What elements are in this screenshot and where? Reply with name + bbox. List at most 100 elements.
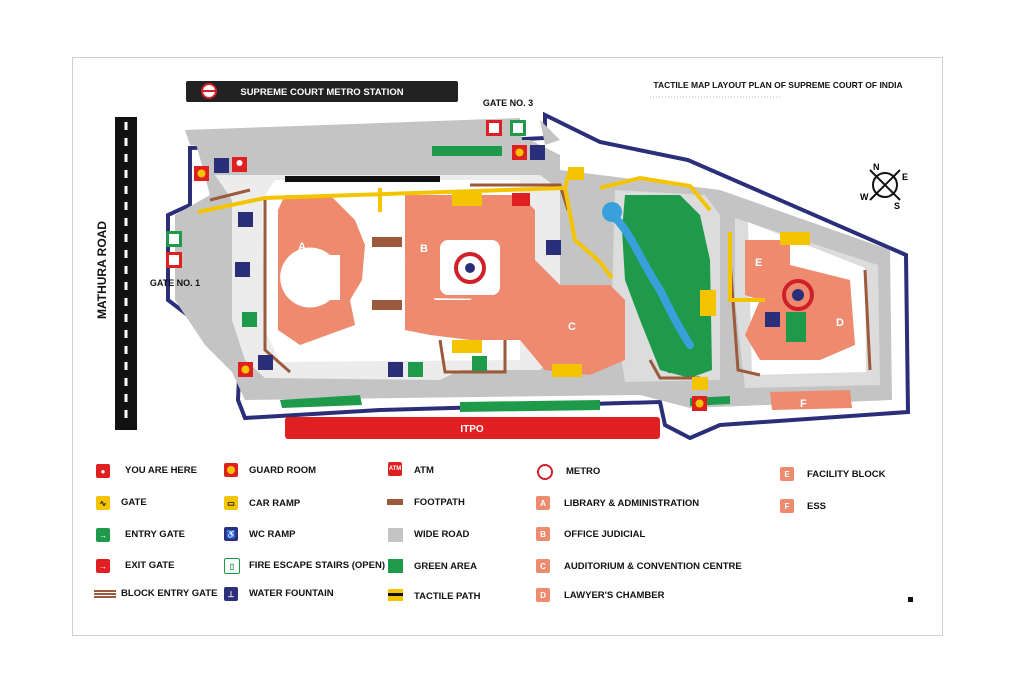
wc-ramp-icon [765,312,780,327]
legend-label: LIBRARY & ADMINISTRATION [564,498,700,509]
fire-escape-icon [472,356,487,371]
water-fountain-icon [235,262,250,277]
legend-label: GATE [121,497,147,508]
road-label: MATHURA ROAD [95,221,109,319]
block-c-icon: C [536,559,550,573]
legend-label: ATM [414,465,434,476]
building-f [770,390,852,410]
green-strip-bottom [460,400,600,412]
atm-icon [512,193,530,206]
footpath-icon [387,499,403,505]
building-a [278,195,365,345]
legend-label: GUARD ROOM [249,465,317,476]
car-ramp-icon [780,232,810,245]
legend-label: AUDITORIUM & CONVENTION CENTRE [564,561,742,572]
fire-escape-icon: ▯ [224,558,240,574]
car-ramp-icon [700,290,716,316]
legend-label: FIRE ESCAPE STAIRS (OPEN) [249,560,386,571]
building-e [745,240,790,300]
guard-room-icon [224,463,238,477]
wc-ramp-icon [530,145,545,160]
block-f-label: F [800,398,807,410]
wc-ramp-icon: ♿ [224,527,238,541]
you-are-here-icon: ● [96,464,110,478]
exit-gate-icon [486,120,502,136]
block-b-icon: B [536,527,550,541]
legend-label: EXIT GATE [125,560,175,571]
metro-label: SUPREME COURT METRO STATION [240,87,403,98]
wide-road-icon [388,528,403,542]
green-area [622,195,712,378]
itpo-bar [285,417,660,439]
legend-label: LAWYER'S CHAMBER [564,590,665,601]
braille-mark [908,597,913,602]
fire-escape-icon [408,362,423,377]
legend-label: GREEN AREA [414,561,477,572]
water-channel [608,211,694,349]
svg-text:N: N [873,162,880,172]
legend-label: YOU ARE HERE [125,465,197,476]
water-fountain-icon: ⊥ [224,587,238,601]
legend-label: ENTRY GATE [125,529,185,540]
legend-label: OFFICE JUDICIAL [564,529,646,540]
green-area-icon [388,559,403,573]
compass-icon: N E S W [860,162,908,211]
metro-bar [186,81,458,102]
block-d-label: D [836,317,844,329]
gate-icon [568,167,584,180]
legend-label: WATER FOUNTAIN [249,588,334,599]
fountain [602,202,622,222]
footpath [209,183,872,380]
metro-icon [537,464,553,480]
block-b-label: B [420,243,428,255]
entry-gate-icon [166,231,182,247]
campus-boundary [166,111,911,441]
entry-gate-icon: → [96,528,110,542]
tactile-path [197,169,765,302]
fire-escape-icon [676,224,691,239]
legend-label: BLOCK ENTRY GATE [121,588,218,599]
legend-label: WC RAMP [249,529,296,540]
wc-ramp-icon [258,355,273,370]
block-e-label: E [755,257,762,269]
block-f-icon: F [780,499,794,513]
fire-escape-icon [242,312,257,327]
atm-icon: ATM [388,462,402,476]
building-c [500,285,625,375]
block-e-icon: E [780,467,794,481]
car-ramp-icon: ▭ [224,496,238,510]
tactile-path-icon [388,589,403,601]
wall [285,176,440,182]
plan-title: TACTILE MAP LAYOUT PLAN OF SUPREME COURT… [653,80,902,90]
block-c-label: C [568,321,576,333]
svg-text:W: W [860,192,869,202]
guard-room-icon [692,396,707,411]
gate-icon: ∿ [96,496,110,510]
car-ramp-icon [452,340,482,353]
legend-label: ESS [807,501,827,512]
entry-gate-icon [510,120,526,136]
itpo-label: ITPO [460,424,484,435]
car-ramp-icon [552,364,582,377]
wc-ramp-icon [546,240,561,255]
green-strip-bottom-left [280,395,362,408]
svg-text:E: E [902,172,908,182]
block-entry-gate-icon [372,300,402,310]
legend-label: WIDE ROAD [414,529,470,540]
legend-label: METRO [566,466,601,477]
legend-label: CAR RAMP [249,498,301,509]
block-a-label: A [298,241,306,253]
block-d-icon: D [536,588,550,602]
guard-room-icon [238,362,253,377]
water-fountain-icon [388,362,403,377]
legend-label: TACTILE PATH [414,591,481,602]
exit-gate-icon: → [96,559,110,573]
svg-text:S: S [894,201,900,211]
guard-gate-3-road [540,120,560,145]
exit-gate-icon [166,252,182,268]
car-ramp-icon [452,193,482,206]
block-entry-gate-icon [94,590,116,598]
gate-icon [692,377,708,390]
you-are-here-icon [232,157,247,172]
